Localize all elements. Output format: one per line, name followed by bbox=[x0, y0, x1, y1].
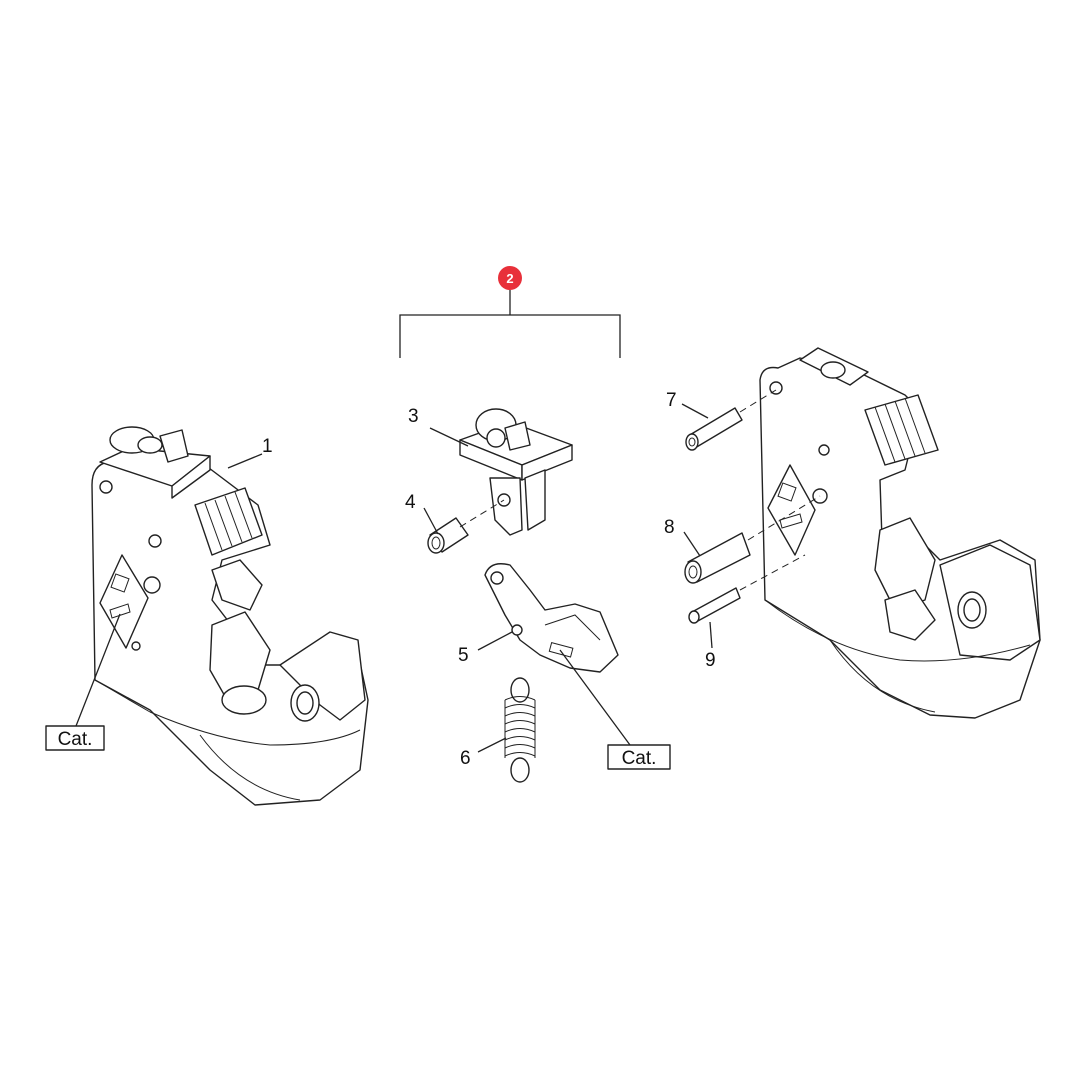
part-7-pin bbox=[685, 407, 743, 451]
cat-box-middle bbox=[607, 744, 671, 770]
group-bracket bbox=[399, 290, 621, 358]
hook-assembly-right bbox=[759, 347, 1041, 719]
part-5-cam-lever bbox=[484, 563, 619, 673]
cat-box-left bbox=[45, 725, 105, 751]
hook-assembly-left bbox=[91, 426, 369, 806]
leader-5 bbox=[477, 631, 513, 651]
leader-3 bbox=[429, 427, 469, 447]
part-4-pin bbox=[427, 517, 469, 554]
cat-label-middle: Cat. bbox=[622, 748, 657, 769]
assembly-line-8 bbox=[747, 495, 821, 541]
leader-4 bbox=[423, 507, 439, 535]
callout-6: 6 bbox=[460, 748, 471, 769]
callout-8: 8 bbox=[664, 517, 675, 538]
leader-1 bbox=[227, 453, 263, 469]
callout-3: 3 bbox=[408, 406, 419, 427]
callout-4: 4 bbox=[405, 492, 416, 513]
part-8-pin bbox=[684, 532, 751, 584]
assembly-line-9 bbox=[739, 554, 806, 591]
leader-cat-middle bbox=[559, 649, 631, 746]
cat-label-left: Cat. bbox=[58, 729, 93, 750]
assembly-line-4 bbox=[459, 499, 505, 528]
callout-2: 2 bbox=[506, 271, 513, 286]
leader-cat-left bbox=[75, 613, 121, 727]
callout-1: 1 bbox=[262, 436, 273, 457]
callout-2-badge: 2 bbox=[498, 266, 522, 290]
callout-7: 7 bbox=[666, 390, 677, 411]
leader-7 bbox=[681, 403, 709, 419]
callout-9: 9 bbox=[705, 650, 716, 671]
leader-9 bbox=[709, 621, 713, 649]
leader-6 bbox=[477, 737, 507, 753]
part-3-latch-bracket bbox=[459, 408, 573, 536]
callout-5: 5 bbox=[458, 645, 469, 666]
leader-8 bbox=[683, 531, 701, 557]
part-6-spring bbox=[504, 677, 536, 783]
part-9-pin bbox=[688, 587, 741, 624]
